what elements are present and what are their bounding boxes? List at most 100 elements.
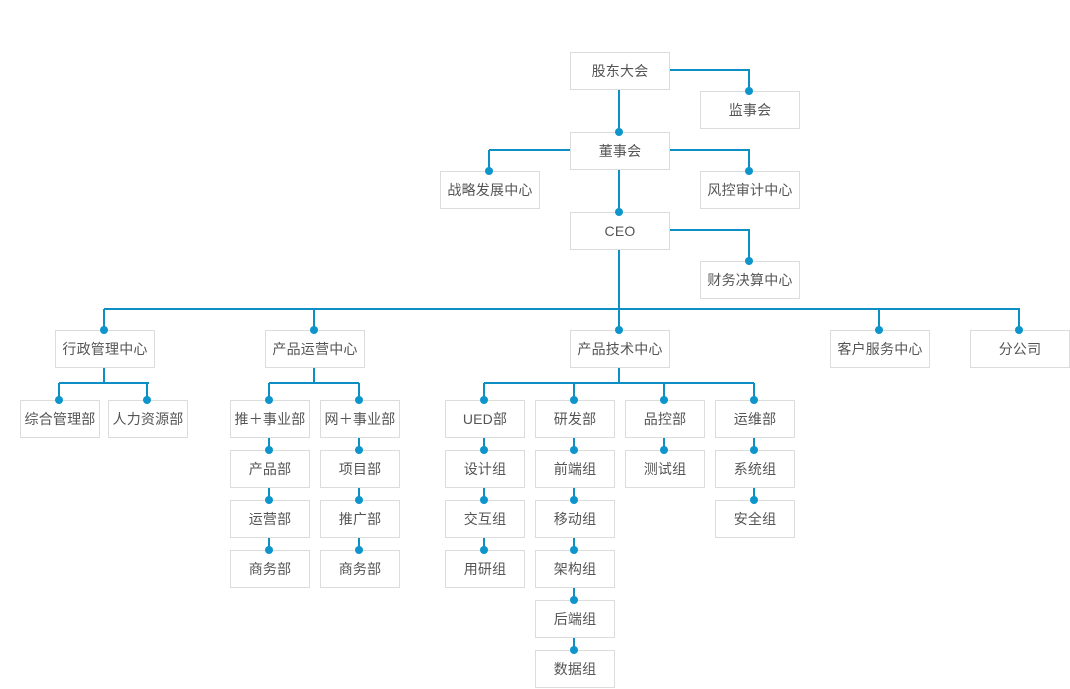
org-node-user-research-group[interactable]: 用研组 — [445, 550, 525, 588]
dot-interaction-group — [480, 496, 488, 504]
org-node-architecture-group[interactable]: 架构组 — [535, 550, 615, 588]
org-node-product-dept[interactable]: 产品部 — [230, 450, 310, 488]
dot-ued-dept — [480, 396, 488, 404]
connector-rnd-to-frontend-v — [573, 438, 575, 450]
org-node-ops-maint-dept[interactable]: 运维部 — [715, 400, 795, 438]
org-node-product-ops-center[interactable]: 产品运营中心 — [265, 330, 365, 368]
dot-backend-group — [570, 596, 578, 604]
org-node-board[interactable]: 董事会 — [570, 132, 670, 170]
org-node-promotion-dept[interactable]: 推广部 — [320, 500, 400, 538]
org-node-human-resources[interactable]: 人力资源部 — [108, 400, 188, 438]
org-node-design-group[interactable]: 设计组 — [445, 450, 525, 488]
connector-product-to-operations-v — [268, 488, 270, 500]
org-node-general-admin[interactable]: 综合管理部 — [20, 400, 100, 438]
dot-customer-service — [875, 326, 883, 334]
org-node-risk-audit-center[interactable]: 风控审计中心 — [700, 171, 800, 209]
org-node-finance-center[interactable]: 财务决算中心 — [700, 261, 800, 299]
org-node-qa-dept[interactable]: 品控部 — [625, 400, 705, 438]
dot-business-dept-2 — [355, 546, 363, 554]
org-node-business-dept-1[interactable]: 商务部 — [230, 550, 310, 588]
org-node-admin-center[interactable]: 行政管理中心 — [55, 330, 155, 368]
connector-product-ops-bus-h — [269, 382, 359, 384]
org-node-data-group[interactable]: 数据组 — [535, 650, 615, 688]
connector-interaction-to-research-v — [483, 538, 485, 550]
org-node-product-tech-center[interactable]: 产品技术中心 — [570, 330, 670, 368]
dot-system-group — [750, 446, 758, 454]
connector-ceo-to-finance-v — [748, 230, 750, 261]
org-node-supervisory[interactable]: 监事会 — [700, 91, 800, 129]
dot-general-admin — [55, 396, 63, 404]
dot-frontend-group — [570, 446, 578, 454]
org-node-project-dept[interactable]: 项目部 — [320, 450, 400, 488]
org-node-label: 财务决算中心 — [707, 272, 793, 288]
connector-frontend-to-mobile-v — [573, 488, 575, 500]
org-node-wang-division[interactable]: 网＋事业部 — [320, 400, 400, 438]
connector-promotion-to-business-v — [358, 538, 360, 550]
dot-product-tech-center — [615, 326, 623, 334]
connector-admin-stem-v — [103, 368, 105, 383]
dot-architecture-group — [570, 546, 578, 554]
org-node-label: 分公司 — [998, 341, 1042, 357]
connector-product-ops-stem-v — [313, 368, 315, 383]
dot-product-ops-center — [310, 326, 318, 334]
dot-rnd-dept — [570, 396, 578, 404]
connector-system-to-security-v — [753, 488, 755, 500]
org-node-label: 董事会 — [598, 143, 642, 159]
org-node-strategy-center[interactable]: 战略发展中心 — [440, 171, 540, 209]
org-node-test-group[interactable]: 测试组 — [625, 450, 705, 488]
connector-board-to-risk-h — [670, 149, 750, 151]
org-node-label: 产品部 — [248, 461, 292, 477]
org-node-label: CEO — [604, 223, 636, 239]
org-node-branch-company[interactable]: 分公司 — [970, 330, 1070, 368]
org-node-label: 品控部 — [643, 411, 687, 427]
connector-board-to-strategy-h — [489, 149, 570, 151]
connector-board-to-strategy-v — [488, 150, 490, 171]
dot-human-resources — [143, 396, 151, 404]
connector-ops-to-tui-v — [268, 383, 270, 400]
connector-ops-to-wang-v — [358, 383, 360, 400]
dot-product-dept — [265, 446, 273, 454]
org-node-mobile-group[interactable]: 移动组 — [535, 500, 615, 538]
connector-tech-to-rnd-v — [573, 383, 575, 400]
org-node-frontend-group[interactable]: 前端组 — [535, 450, 615, 488]
org-node-label: 运维部 — [733, 411, 777, 427]
org-node-ued-dept[interactable]: UED部 — [445, 400, 525, 438]
dot-test-group — [660, 446, 668, 454]
org-node-label: 研发部 — [553, 411, 597, 427]
org-node-ceo[interactable]: CEO — [570, 212, 670, 250]
org-node-label: 安全组 — [733, 511, 777, 527]
connector-wang-to-project-v — [358, 438, 360, 450]
org-node-backend-group[interactable]: 后端组 — [535, 600, 615, 638]
org-node-shareholders[interactable]: 股东大会 — [570, 52, 670, 90]
org-node-label: 推广部 — [338, 511, 382, 527]
org-node-label: 风控审计中心 — [707, 182, 793, 198]
org-node-security-group[interactable]: 安全组 — [715, 500, 795, 538]
org-node-operations-dept[interactable]: 运营部 — [230, 500, 310, 538]
org-node-business-dept-2[interactable]: 商务部 — [320, 550, 400, 588]
connector-bus-to-branch-v — [1018, 309, 1020, 330]
dot-branch-company — [1015, 326, 1023, 334]
dot-ops-maint-dept — [750, 396, 758, 404]
org-node-tui-division[interactable]: 推＋事业部 — [230, 400, 310, 438]
org-node-label: 商务部 — [338, 561, 382, 577]
org-node-label: 前端组 — [553, 461, 597, 477]
connector-ued-to-design-v — [483, 438, 485, 450]
org-node-customer-service[interactable]: 客户服务中心 — [830, 330, 930, 368]
org-node-interaction-group[interactable]: 交互组 — [445, 500, 525, 538]
org-node-label: 推＋事业部 — [234, 411, 306, 427]
dot-mobile-group — [570, 496, 578, 504]
org-node-system-group[interactable]: 系统组 — [715, 450, 795, 488]
connector-tui-to-product-v — [268, 438, 270, 450]
dot-risk-audit — [745, 167, 753, 175]
connector-qa-to-test-v — [663, 438, 665, 450]
dot-finance — [745, 257, 753, 265]
connector-board-to-risk-v — [748, 150, 750, 171]
org-node-rnd-dept[interactable]: 研发部 — [535, 400, 615, 438]
org-node-label: 产品技术中心 — [577, 341, 663, 357]
connector-mobile-to-architecture-v — [573, 538, 575, 550]
org-node-label: 战略发展中心 — [447, 182, 533, 198]
connector-ceo-to-bus-v — [618, 250, 620, 309]
dot-user-research — [480, 546, 488, 554]
connector-operations-to-business-v — [268, 538, 270, 550]
